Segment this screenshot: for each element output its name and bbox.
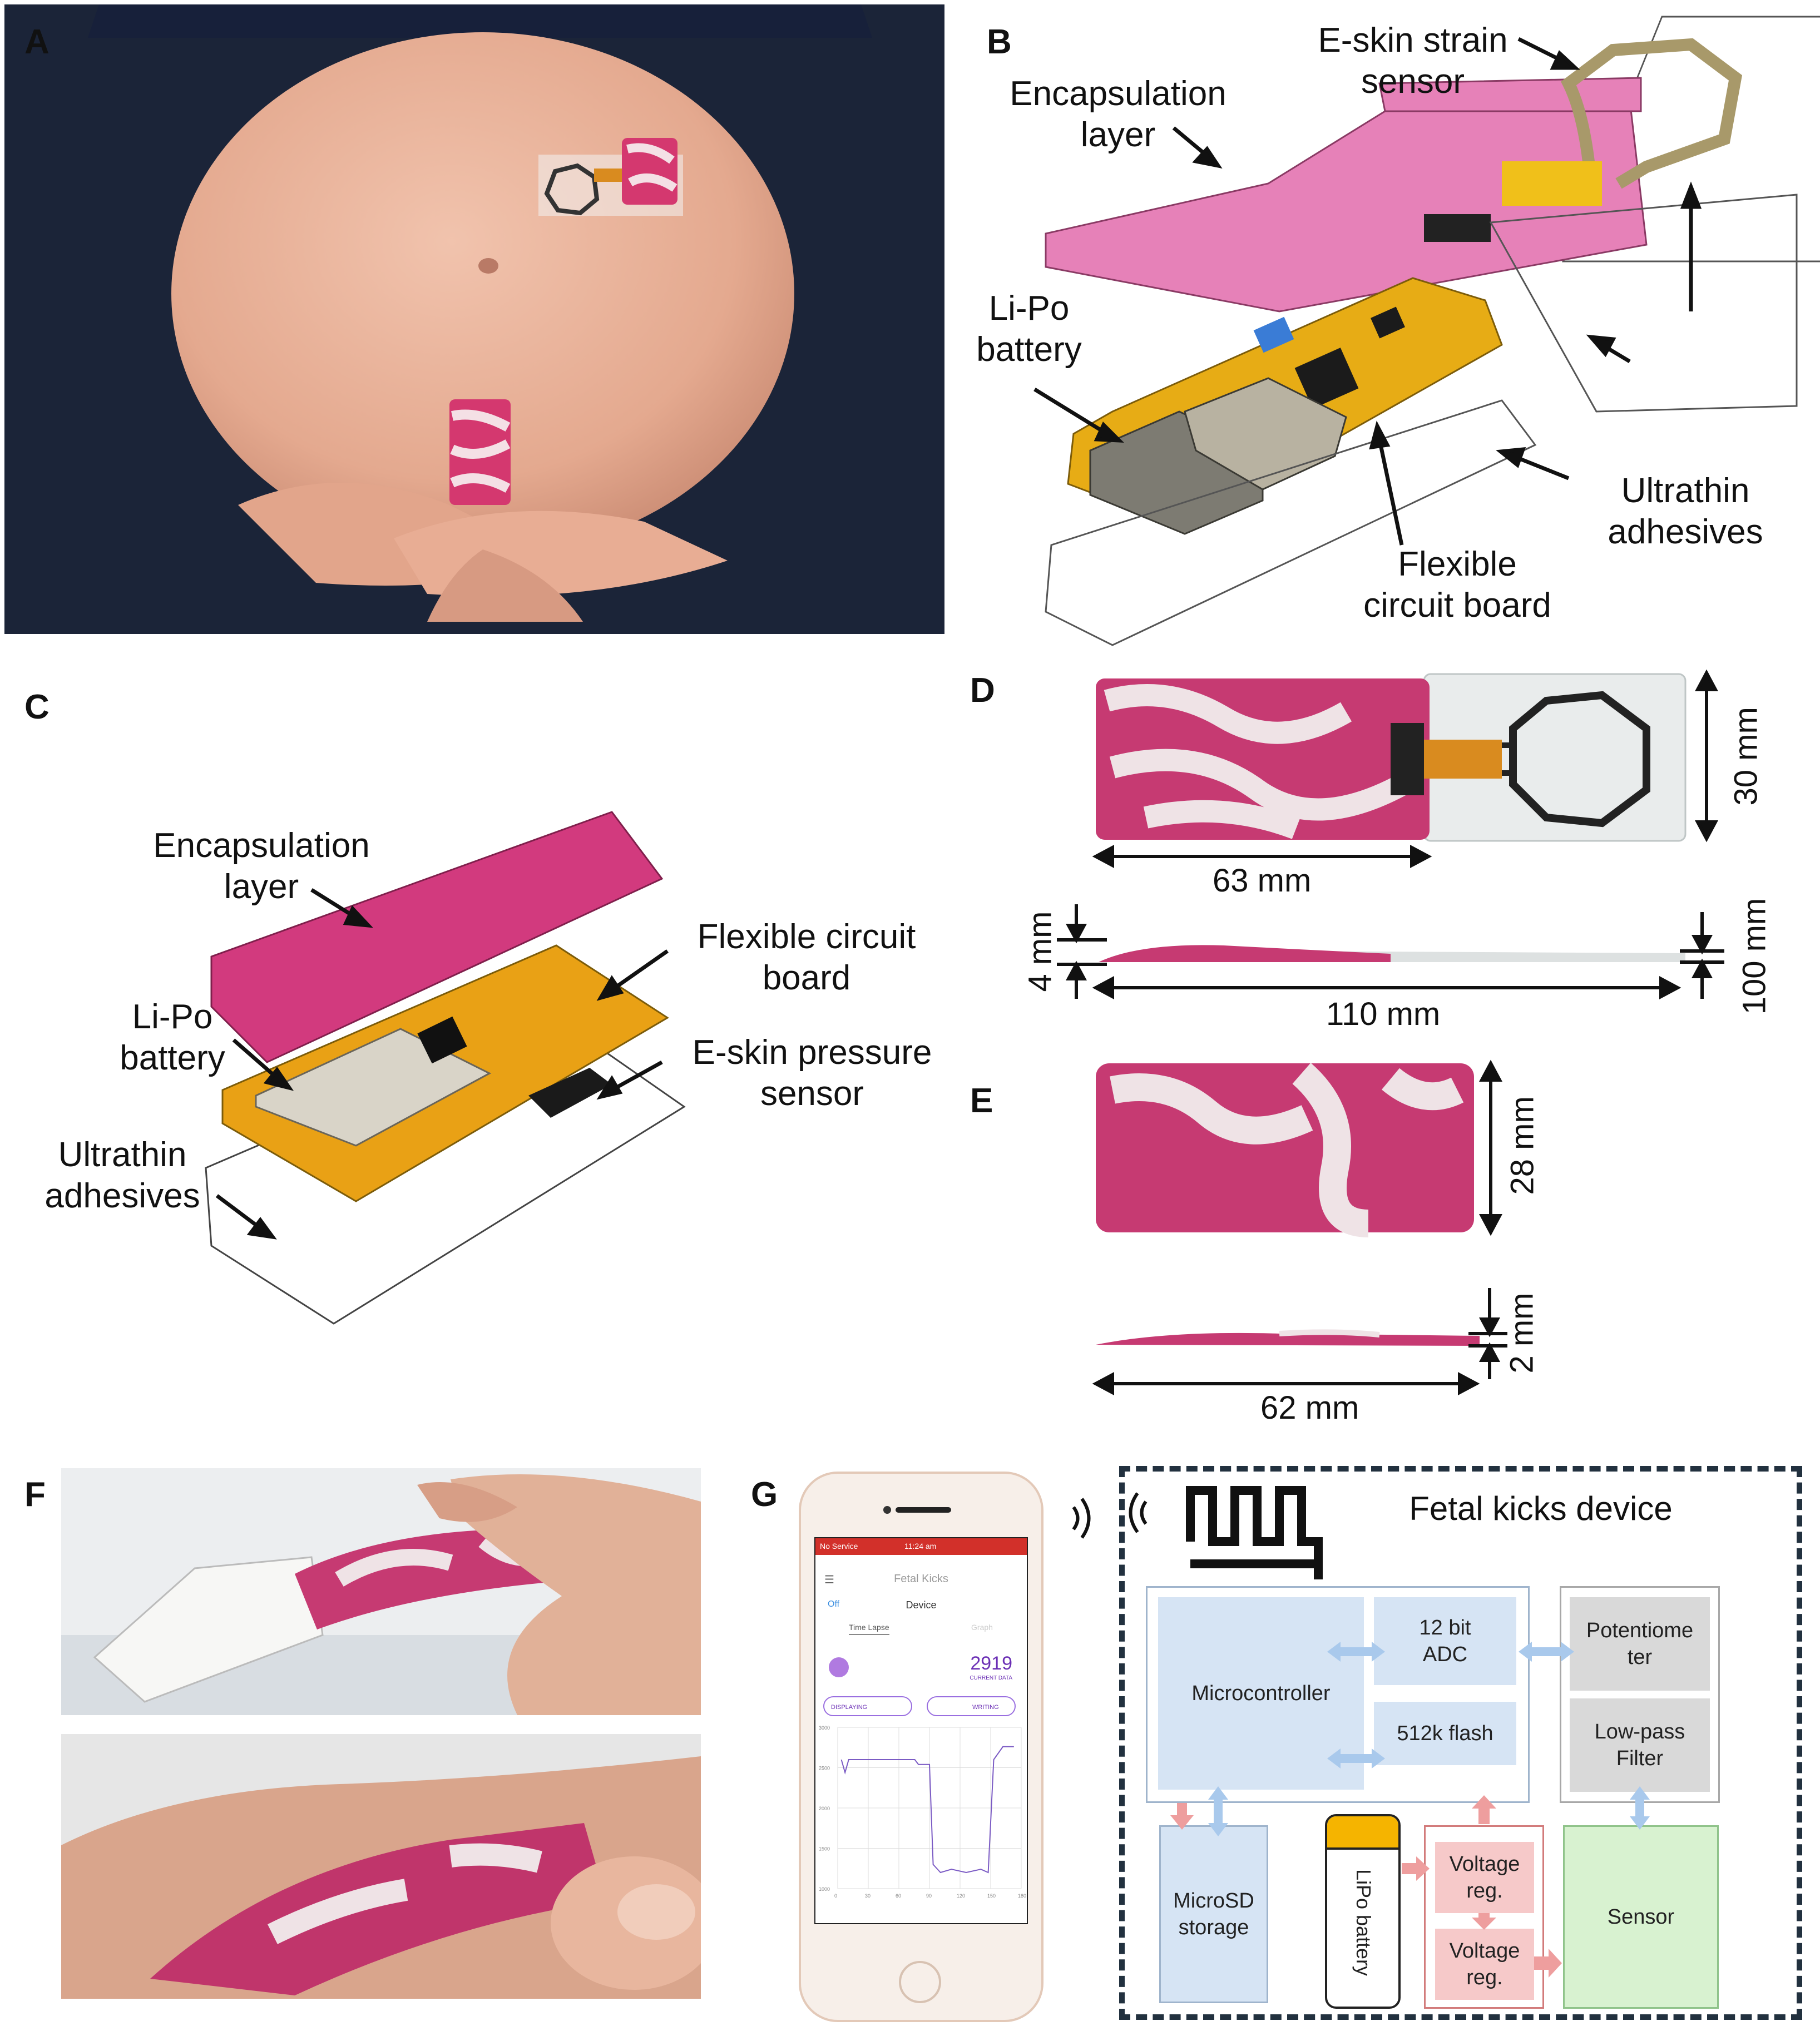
c-label-flex: Flexible circuit board [697,918,916,997]
battery-label: LiPo battery [1352,1869,1375,1976]
b-label-encapsulation: Encapsulation layer [1010,75,1226,154]
panel-b-letter: B [987,23,1012,61]
phone-chart: 3000 2500 2000 1500 1000 0 30 60 90 120 150 180 [819,1725,1026,1899]
c-flexible-circuit-board [221,944,669,1202]
device-title: Fetal kicks device [1409,1490,1673,1527]
phone-status-bar: No Service 11:24 am [815,1538,1027,1555]
mcu-group-border [1146,1586,1530,1803]
phone-chart-trace [840,1746,1014,1874]
block-flash: 512k flash [1374,1702,1516,1765]
phone-current-caption: CURRENT DATA [970,1675,1012,1681]
battery-cap [1327,1816,1398,1850]
phone-chart-xtick: 90 [926,1893,932,1899]
phone-tab-graph[interactable]: Graph [971,1623,993,1632]
belly-patch-top [538,138,683,216]
c-label-lipo: Li-Po battery [120,998,225,1077]
phone-chart-ytick: 1500 [819,1846,830,1852]
b-label-flex: Flexible circuit board [1363,545,1551,625]
c-label-ultrathin: Ultrathin adhesives [44,1136,200,1215]
block-voltage-reg-1: Voltage reg. [1435,1842,1534,1913]
panel-e-letter: E [970,1082,993,1120]
device-dashed-box [1119,1466,1802,2020]
phone-chart-xtick: 0 [834,1893,837,1899]
e-dim-thick: 2 mm [1504,1292,1540,1374]
belly-patch-bottom [449,399,511,505]
phone-speaker [896,1507,951,1513]
phone-chart-xtick: 150 [987,1893,996,1899]
block-lowpass-filter: Low-pass Filter [1570,1698,1710,1792]
vreg-group-border [1424,1825,1544,2009]
phone-chart-ytick: 3000 [819,1725,830,1731]
c-ultrathin-adhesive [205,1017,686,1325]
b-label-ultrathin: Ultrathin adhesives [1608,472,1763,551]
d-dim-length-top: 63 mm [1213,863,1312,899]
panel-f-photo-bottom [61,1734,701,1999]
d-dim-thick-left: 4 mm [1022,911,1059,992]
phone-avatar [829,1657,849,1677]
phone-chart-ytick: 2000 [819,1806,830,1811]
phone-toggle-off[interactable]: Off [828,1599,840,1609]
phone-tab-time-lapse[interactable]: Time Lapse [849,1623,889,1635]
c-label-eskin-pressure: E-skin pressure sensor [692,1033,932,1113]
block-lipo-battery: LiPo battery [1325,1814,1401,2009]
panel-c-letter: C [24,688,50,726]
phone-chart-ytick: 2500 [819,1766,830,1771]
phone-status-carrier: No Service [820,1542,858,1551]
block-microsd: MicroSD storage [1159,1825,1268,2003]
phone-chart-xtick: 180 [1018,1893,1026,1899]
phone-writing-button[interactable]: WRITING [927,1696,1016,1716]
d-dim-thick-right: 100 mm [1736,898,1773,1015]
b-lipo-battery [1089,377,1347,535]
b-label-lipo: Li-Po battery [976,289,1082,369]
b-flexible-circuit-board [1067,277,1503,529]
phone-displaying-button[interactable]: DISPLAYING [823,1696,912,1716]
phone-screen: No Service 11:24 am ☰ Fetal Kicks Off De… [814,1537,1028,1924]
e-dim-height: 28 mm [1504,1096,1541,1195]
panel-d-letter: D [970,671,995,710]
phone-home-button[interactable] [899,1961,941,2003]
c-pressure-sensor [528,1068,612,1118]
panel-f-photo-top [61,1468,701,1715]
d-dim-height: 30 mm [1728,707,1764,806]
panel-a-letter: A [24,23,50,61]
panel-a-photo [4,4,944,634]
panel-f-letter: F [24,1475,46,1514]
phone-chart-xtick: 60 [896,1893,901,1899]
phone-current-value: 2919 [970,1653,1012,1674]
phone-chart-xtick: 30 [865,1893,871,1899]
panel-g-letter: G [751,1475,778,1514]
block-adc: 12 bit ADC [1374,1597,1516,1685]
block-sensor: Sensor [1563,1825,1719,2009]
d-dim-length-bottom: 110 mm [1326,996,1441,1032]
phone-app-title: Fetal Kicks [894,1573,948,1585]
block-voltage-reg-2: Voltage reg. [1435,1929,1534,2000]
phone-chart-ytick: 1000 [819,1886,830,1892]
phone-chart-xtick: 120 [957,1893,965,1899]
c-label-encapsulation: Encapsulation layer [153,826,370,906]
phone-status-time: 11:24 am [904,1542,937,1551]
belly-illustration [4,4,944,634]
block-potentiometer: Potentiome ter [1570,1597,1710,1691]
phone: No Service 11:24 am ☰ Fetal Kicks Off De… [799,1472,1043,2022]
e-dim-length: 62 mm [1260,1390,1359,1426]
phone-menu-icon[interactable]: ☰ [824,1574,834,1586]
b-label-eskin-strain: E-skin strain sensor [1318,21,1508,101]
phone-device-label: Device [906,1599,937,1611]
phone-camera [883,1506,891,1514]
block-microcontroller: Microcontroller [1158,1597,1364,1790]
